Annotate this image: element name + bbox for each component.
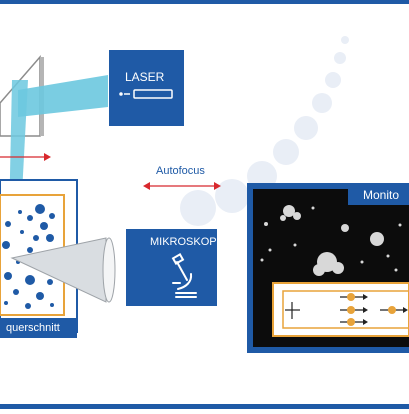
circuit-arrowheads [363,294,408,325]
laser-box [109,50,184,126]
sample-motion-arrow [0,153,51,161]
top-frame-line [0,0,409,4]
laser-pointer-icon [119,89,173,99]
circuit-nodes [347,293,396,326]
monitor-particles [260,205,402,276]
objective-lens [102,237,116,303]
sample-label-bar [0,318,77,338]
sample-label: querschnitt [6,322,60,334]
autofocus-arrow [143,182,221,190]
microscope-box [126,229,217,306]
monitor-label-bar [348,183,409,205]
laser-beam-horizontal [18,75,108,117]
autofocus-label: Autofocus [156,165,205,177]
microscope-label: MIKROSKOP [150,236,217,248]
monitor-label: Monito [363,188,400,202]
laser-label: LASER [125,70,165,84]
circuit-inner-frame [282,290,409,329]
bottom-frame-line [0,404,409,409]
microscope-icon [171,253,197,298]
